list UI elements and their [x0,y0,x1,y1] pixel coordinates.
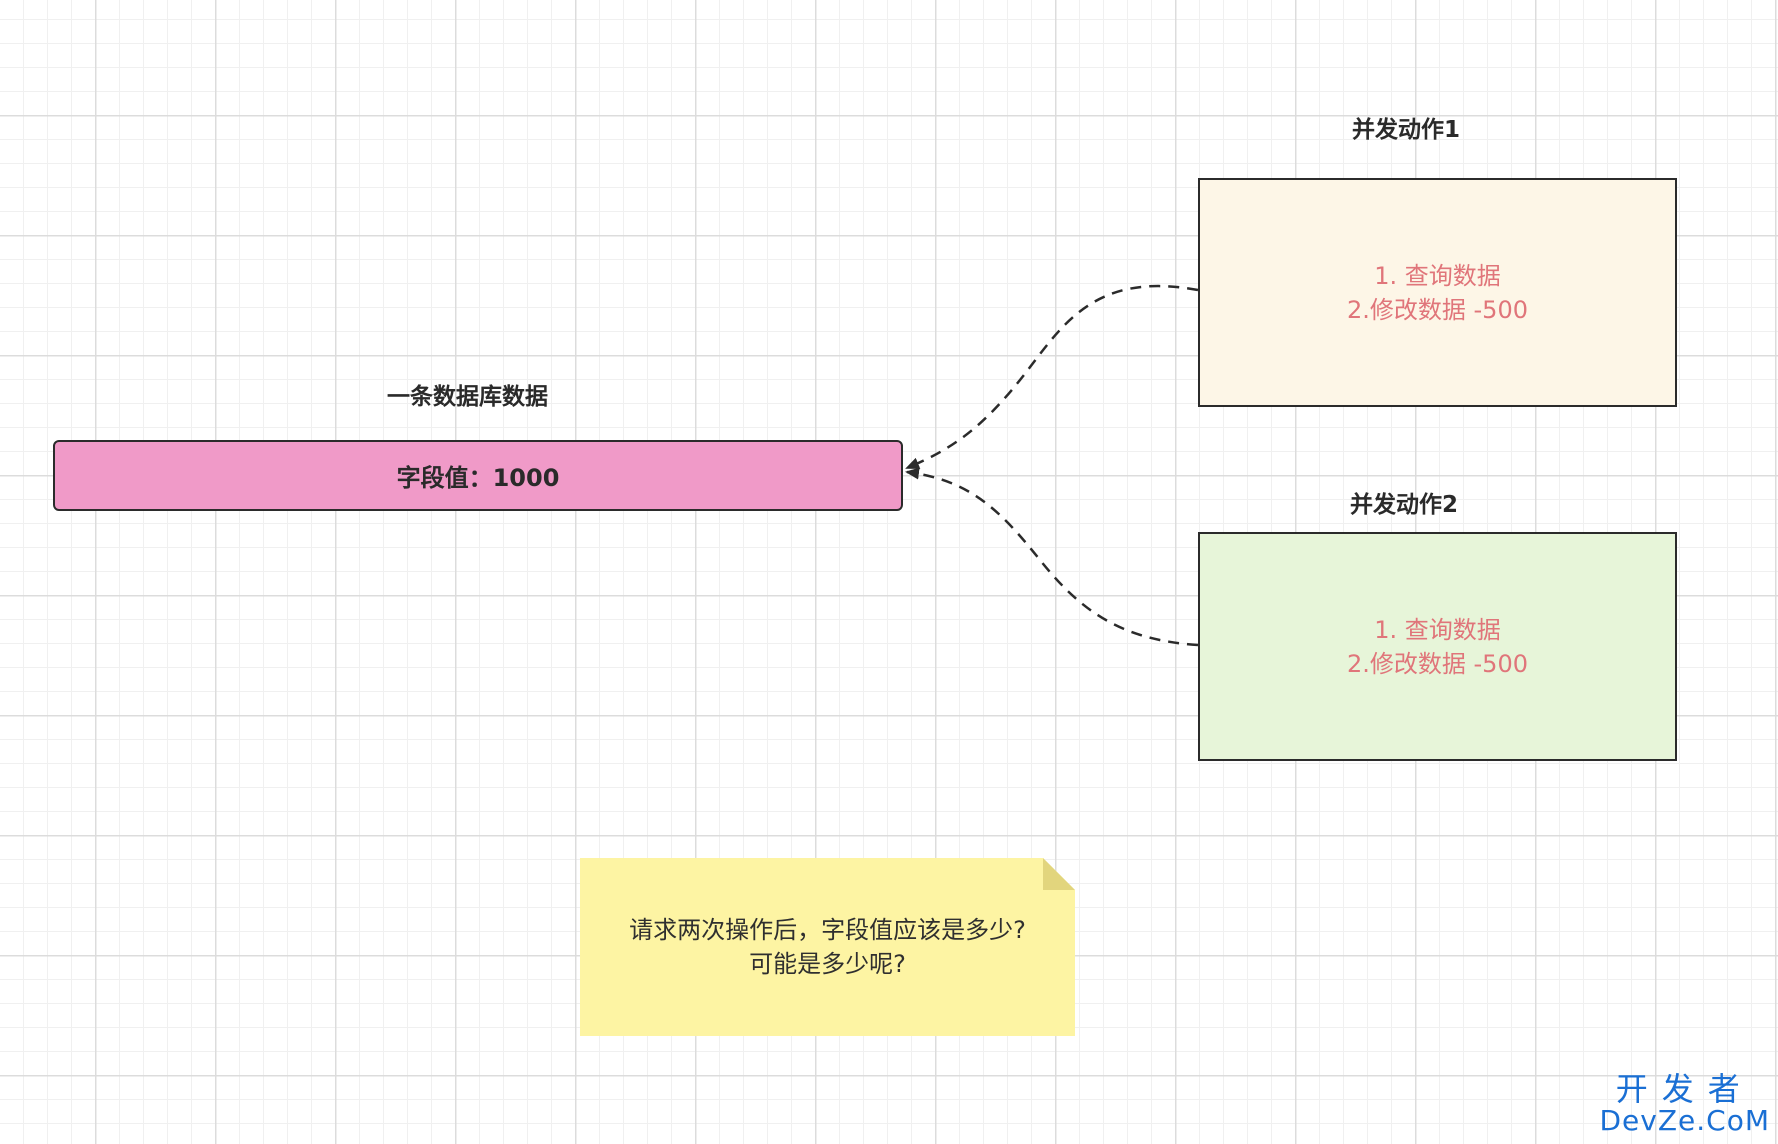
action1-step1: 1. 查询数据 [1374,261,1501,290]
watermark-logo: 开发者 DevZe.CoM [1599,1072,1770,1136]
db-node-title: 一条数据库数据 [387,384,548,410]
note-followup: 可能是多少呢? [749,950,906,978]
sticky-note[interactable]: 请求两次操作后，字段值应该是多少? 可能是多少呢? [580,858,1075,1036]
note-question: 请求两次操作后，字段值应该是多少? [629,916,1026,944]
arrow-action1-to-db [905,284,1199,470]
action2-step2: 2.修改数据 -500 [1347,649,1528,678]
arrow-action2-to-db [905,467,1199,647]
action2-node[interactable]: 1. 查询数据 2.修改数据 -500 [1198,532,1677,761]
db-record-node[interactable]: 字段值：1000 [53,440,903,511]
watermark-en: DevZe.CoM [1599,1104,1770,1137]
field-value-text: 字段值：1000 [396,464,560,492]
action1-node[interactable]: 1. 查询数据 2.修改数据 -500 [1198,178,1677,407]
action2-title: 并发动作2 [1350,492,1459,518]
action1-title: 并发动作1 [1352,117,1461,143]
action2-step1: 1. 查询数据 [1374,615,1501,644]
watermark-cn: 开发者 [1615,1070,1754,1108]
action1-step2: 2.修改数据 -500 [1347,295,1528,324]
